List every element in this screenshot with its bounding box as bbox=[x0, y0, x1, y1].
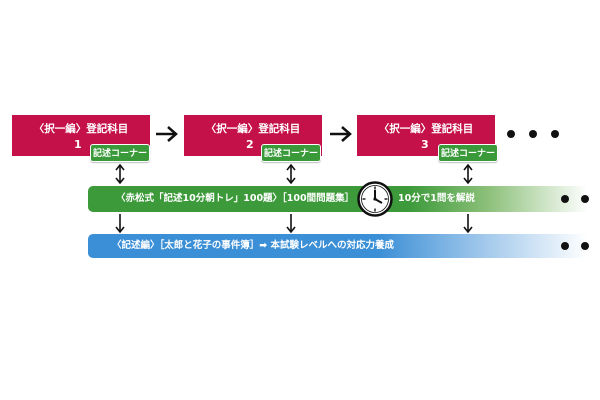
step-title-3: 〈択一編〉登記科目 bbox=[378, 123, 474, 135]
clock-icon bbox=[357, 181, 393, 217]
arrow-right-icon bbox=[156, 126, 178, 142]
green-band: 〈赤松式「記述10分朝トレ」100題〉［100間問題集］ 10分で1問を解説 bbox=[88, 186, 588, 212]
arrow-down-icon bbox=[286, 214, 296, 234]
step-sub-box-1: 記述コーナー bbox=[90, 144, 150, 162]
double-arrow-icon bbox=[115, 163, 125, 185]
step-number-1: 1 bbox=[74, 138, 82, 151]
double-arrow-icon bbox=[286, 163, 296, 185]
ellipsis-dot bbox=[561, 195, 569, 203]
step-sub-box-2: 記述コーナー bbox=[261, 144, 321, 162]
arrow-down-icon bbox=[115, 214, 125, 234]
ellipsis-dot bbox=[581, 195, 589, 203]
step-box-1: 〈択一編〉登記科目 1 bbox=[12, 115, 150, 156]
ellipsis-dot bbox=[581, 242, 589, 250]
blue-band: 〈記述編〉［太郎と花子の事件簿］➡ 本試験レベルへの対応力養成 bbox=[88, 234, 588, 258]
step-number-3: 3 bbox=[421, 138, 429, 151]
double-arrow-icon bbox=[463, 163, 473, 185]
step-number-2: 2 bbox=[246, 138, 254, 151]
ellipsis-dot bbox=[529, 130, 537, 138]
step-title-2: 〈択一編〉登記科目 bbox=[205, 123, 301, 135]
step-title-1: 〈択一編〉登記科目 bbox=[33, 123, 129, 135]
green-band-text: 〈赤松式「記述10分朝トレ」100題〉［100間問題集］ bbox=[116, 193, 355, 204]
ellipsis-dot bbox=[551, 130, 559, 138]
arrow-right-icon bbox=[330, 126, 352, 142]
blue-band-text: 〈記述編〉［太郎と花子の事件簿］➡ 本試験レベルへの対応力養成 bbox=[112, 240, 395, 251]
arrow-down-icon bbox=[463, 214, 473, 234]
ellipsis-dot bbox=[561, 242, 569, 250]
green-band-suffix: 10分で1問を解説 bbox=[398, 193, 475, 204]
step-sub-box-3: 記述コーナー bbox=[438, 144, 498, 162]
ellipsis-dot bbox=[507, 130, 515, 138]
